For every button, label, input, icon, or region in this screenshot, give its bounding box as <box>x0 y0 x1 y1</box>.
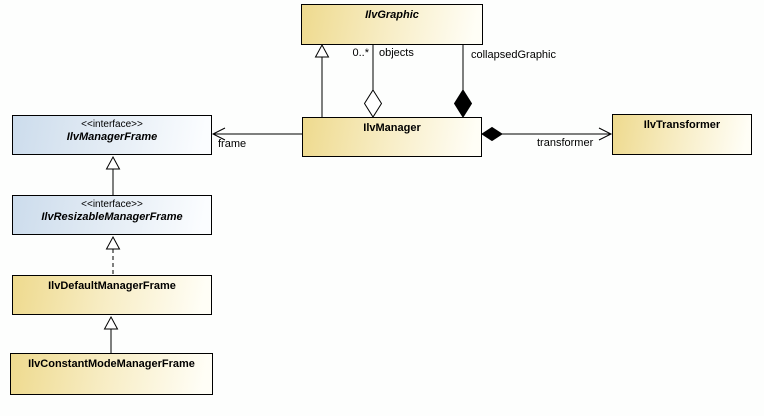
class-box-ilvtransformer[interactable]: IlvTransformer <box>612 114 752 155</box>
role-label-frame: frame <box>218 138 247 150</box>
stereotype-label: <<interface>> <box>81 119 143 130</box>
class-box-ilvgraphic[interactable]: IlvGraphic <box>301 4 483 45</box>
class-name: IlvManagerFrame <box>66 131 158 143</box>
class-name: IlvGraphic <box>365 9 419 21</box>
hollow-triangle-icon <box>316 45 329 57</box>
role-label-transformer: transformer <box>537 137 594 149</box>
filled-diamond-icon <box>482 128 502 141</box>
class-box-ilvconstantmodemanagerframe[interactable]: IlvConstantModeManagerFrame <box>10 353 213 395</box>
class-name: IlvResizableManagerFrame <box>41 211 183 223</box>
class-box-ilvresizablemanagerframe[interactable]: <<interface>> IlvResizableManagerFrame <box>12 195 212 235</box>
class-name: IlvManager <box>363 122 421 134</box>
role-label-objects: objects <box>379 47 414 59</box>
hollow-triangle-icon <box>107 157 120 169</box>
open-arrow-icon <box>599 128 611 140</box>
hollow-diamond-icon <box>365 90 382 117</box>
stereotype-label: <<interface>> <box>81 199 143 210</box>
multiplicity-label-objects: 0..* <box>352 47 369 59</box>
class-box-ilvmanagerframe[interactable]: <<interface>> IlvManagerFrame <box>12 115 212 155</box>
hollow-triangle-icon <box>107 237 120 249</box>
class-name: IlvDefaultManagerFrame <box>48 280 176 292</box>
hollow-triangle-icon <box>105 317 118 329</box>
role-label-collapsedgraphic: collapsedGraphic <box>471 49 556 61</box>
class-name: IlvConstantModeManagerFrame <box>28 358 195 370</box>
class-box-ilvmanager[interactable]: IlvManager <box>302 117 482 157</box>
class-box-ilvdefaultmanagerframe[interactable]: IlvDefaultManagerFrame <box>12 275 212 315</box>
class-name: IlvTransformer <box>643 119 721 131</box>
filled-diamond-icon <box>455 90 472 117</box>
